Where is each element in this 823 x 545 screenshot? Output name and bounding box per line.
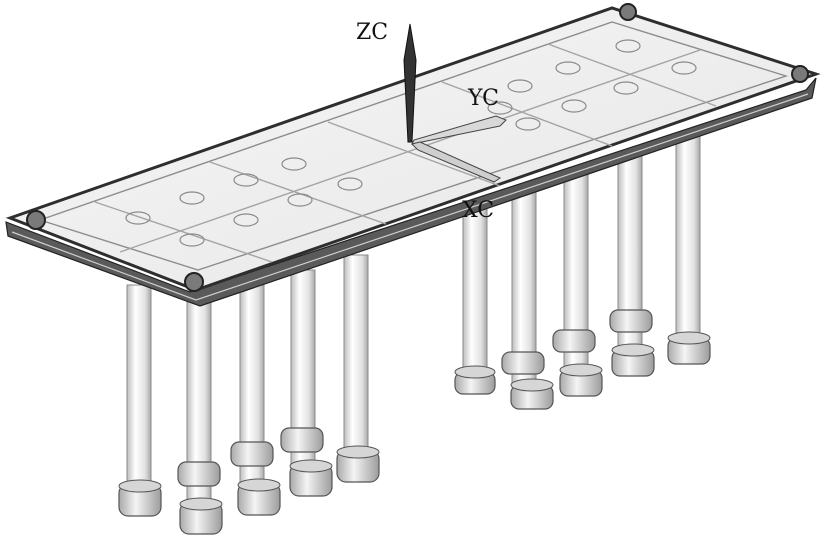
z-axis-label: ZC: [356, 20, 389, 45]
column: [280, 269, 333, 497]
x-axis-arrow: [411, 141, 502, 183]
column: [501, 189, 554, 410]
column: [609, 154, 655, 377]
columns-back-right: [454, 134, 711, 410]
column: [177, 297, 223, 535]
coordinate-triad: [403, 23, 507, 183]
column: [230, 284, 281, 516]
z-axis-arrow: [403, 23, 417, 143]
y-axis-label: YC: [468, 86, 499, 111]
column: [336, 254, 380, 483]
mount-holes: [125, 39, 697, 247]
columns-left: [118, 254, 380, 535]
x-axis-label: XC: [462, 198, 495, 223]
corner-posts: [26, 3, 809, 292]
column: [118, 284, 162, 517]
column: [454, 204, 496, 395]
column: [667, 134, 711, 365]
y-axis-arrow: [411, 115, 507, 145]
column: [552, 174, 603, 397]
